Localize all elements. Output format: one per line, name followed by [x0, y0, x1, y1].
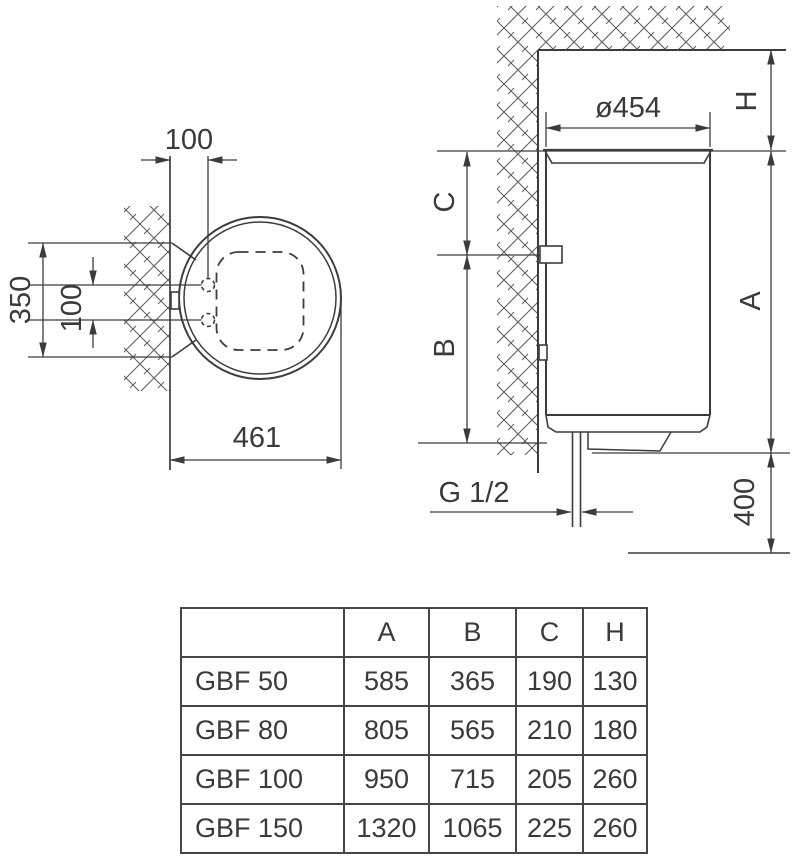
tank-side-view — [543, 148, 713, 452]
table-cell: 950 — [343, 754, 430, 805]
table-header-A: A — [343, 607, 430, 658]
table-cell-model: GBF 50 — [180, 656, 345, 707]
table-cell: 1065 — [428, 803, 517, 854]
side-view — [418, 6, 790, 554]
dim-label-diameter-454: ø454 — [595, 92, 661, 124]
bracket-chamfer-top — [171, 242, 197, 261]
table-row-gbf50: GBF 50 585 365 190 130 — [180, 656, 648, 707]
dim-label-H: H — [731, 91, 763, 112]
table-cell: 805 — [343, 705, 430, 756]
tank-bottom-cap — [545, 414, 711, 433]
bottom-cover — [587, 431, 672, 452]
wall-anchor-plate — [170, 291, 180, 310]
table-header-model — [180, 607, 345, 658]
table-cell: 260 — [582, 803, 648, 854]
bracket-chamfer-bottom — [171, 339, 197, 358]
table-cell: 1320 — [343, 803, 430, 854]
table-cell: 715 — [428, 754, 517, 805]
inner-tank-dashed-outline — [215, 251, 305, 351]
table-cell: 180 — [582, 705, 648, 756]
dim-label-461: 461 — [233, 422, 281, 454]
table-row-gbf80: GBF 80 805 565 210 180 — [180, 705, 648, 756]
dimensions-table: A B C H GBF 50 585 365 190 130 GBF 80 80… — [180, 607, 648, 854]
table-cell: 190 — [515, 656, 584, 707]
dim-label-350: 350 — [5, 276, 37, 324]
table-header-C: C — [515, 607, 584, 658]
table-row-gbf100: GBF 100 950 715 205 260 — [180, 754, 648, 805]
dim-label-A: A — [735, 291, 767, 311]
table-header-B: B — [428, 607, 517, 658]
table-header-H: H — [582, 607, 648, 658]
table-cell: 130 — [582, 656, 648, 707]
dim-label-C: C — [429, 192, 461, 213]
wall-hatch-top-view — [124, 206, 170, 391]
table-cell: 365 — [428, 656, 517, 707]
table-cell: 260 — [582, 754, 648, 805]
table-header-row: A B C H — [180, 607, 648, 658]
mounting-bracket-lower — [538, 344, 548, 361]
table-row-gbf150: GBF 150 1320 1065 225 260 — [180, 803, 648, 854]
tank-outer-circle — [178, 216, 342, 380]
dim-label-G12: G 1/2 — [439, 477, 510, 509]
dim-label-B: B — [429, 338, 461, 357]
table-cell: 585 — [343, 656, 430, 707]
dim-label-400: 400 — [729, 478, 761, 526]
table-cell: 225 — [515, 803, 584, 854]
table-cell: 210 — [515, 705, 584, 756]
dim-diameter-454 — [545, 112, 711, 147]
table-cell-model: GBF 100 — [180, 754, 345, 805]
wall-ceiling-hatch — [497, 6, 730, 455]
inlet-pipe — [571, 432, 582, 527]
dim-label-100-top: 100 — [165, 124, 213, 156]
table-cell: 565 — [428, 705, 517, 756]
tank-dome-chamfers — [544, 150, 712, 164]
top-view — [28, 156, 342, 470]
tank-inner-circle — [183, 221, 337, 375]
mounting-bracket-upper — [539, 245, 563, 264]
mounting-hole-upper — [200, 277, 216, 293]
dim-label-100-left: 100 — [56, 284, 88, 332]
table-cell: 205 — [515, 754, 584, 805]
mounting-hole-lower — [200, 312, 216, 328]
table-cell-model: GBF 80 — [180, 705, 345, 756]
table-cell-model: GBF 150 — [180, 803, 345, 854]
